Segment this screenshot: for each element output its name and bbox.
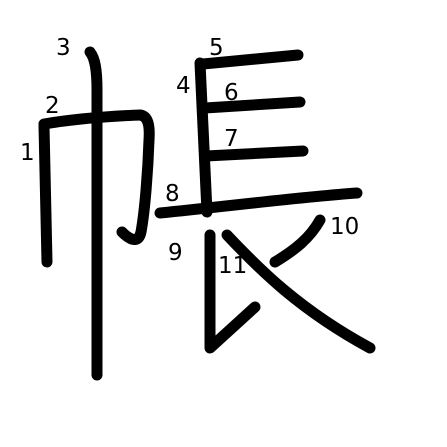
- stroke-1: [38, 120, 53, 268]
- stroke-number-4: 4: [176, 73, 191, 99]
- stroke-number-8: 8: [165, 181, 180, 207]
- stroke-number-9: 9: [168, 240, 183, 266]
- stroke-10: [269, 214, 326, 268]
- stroke-number-11: 11: [218, 253, 247, 279]
- stroke-8: [154, 187, 363, 219]
- stroke-9: [204, 229, 261, 354]
- stroke-4: [194, 57, 213, 218]
- stroke-11: [221, 229, 376, 354]
- stroke-5: [197, 49, 304, 70]
- stroke-number-10: 10: [330, 214, 359, 240]
- stroke-2: [38, 109, 155, 245]
- stroke-3: [84, 46, 103, 381]
- stroke-number-7: 7: [224, 126, 239, 152]
- stroke-number-1: 1: [20, 140, 35, 166]
- stroke-6: [199, 96, 306, 114]
- stroke-number-5: 5: [209, 35, 224, 61]
- stroke-number-3: 3: [56, 35, 71, 61]
- stroke-number-2: 2: [45, 93, 60, 119]
- stroke-number-6: 6: [224, 80, 239, 106]
- stroke-7: [200, 145, 309, 162]
